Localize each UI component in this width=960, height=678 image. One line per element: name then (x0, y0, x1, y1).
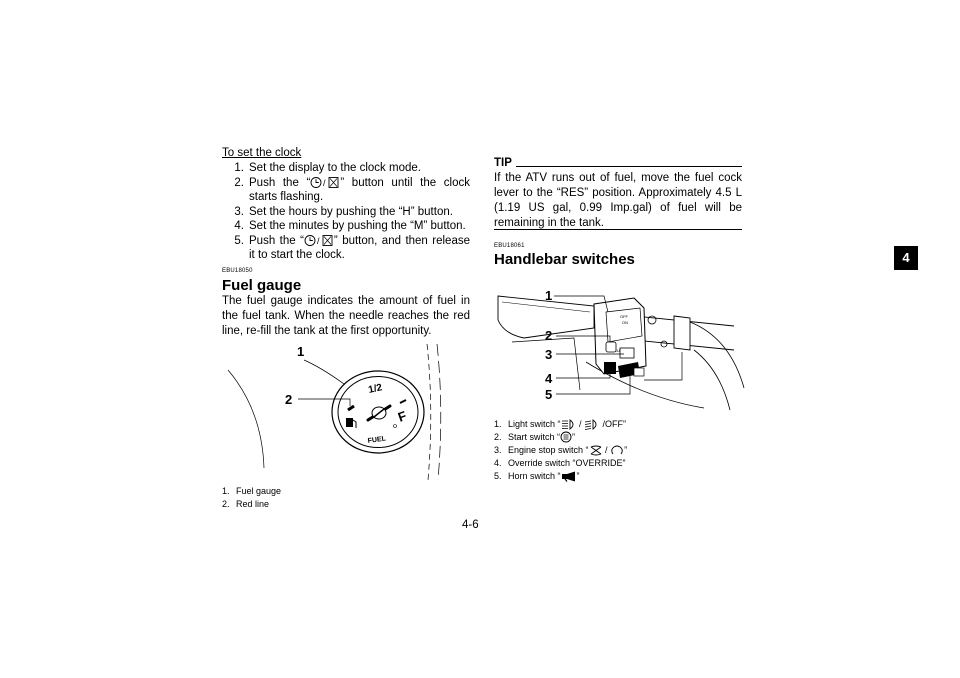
tank-outline (227, 369, 265, 469)
chapter-tab: 4 (894, 246, 918, 270)
step-text: Set the hours by pushing the “H” button. (249, 205, 453, 218)
callout-line (556, 372, 611, 379)
engine-run-icon (611, 445, 623, 455)
switch-label: ON (622, 320, 628, 325)
step-item: 5. Push the “/” button, and then release… (222, 234, 470, 263)
horn-icon (561, 471, 575, 482)
lever-guard (511, 337, 581, 391)
caption-item: 4. Override switch “OVERRIDE” (494, 458, 626, 468)
switch-label: OFF (620, 314, 629, 319)
caption-item: 5. Horn switch “” (494, 471, 580, 482)
fuel-gauge-paragraph: The fuel gauge indicates the amount of f… (222, 295, 470, 337)
caption-item: 1.Fuel gauge (222, 486, 282, 496)
gauge-inner-ring (337, 376, 419, 448)
lever-detail (501, 301, 591, 313)
callout-number: 5 (545, 387, 552, 402)
callout-number: 3 (545, 347, 552, 362)
tip-header: TIP (494, 157, 742, 169)
step-text: Push the “/” button, and then release it… (249, 234, 470, 262)
callout-number: 1 (297, 344, 304, 359)
gauge-full-label: F (396, 408, 409, 425)
clock-mode-icon: / (304, 234, 333, 246)
handlebar-clamp (673, 315, 691, 351)
callout-line (554, 295, 609, 313)
step-text: Set the display to the clock mode. (249, 162, 421, 174)
svg-text:/: / (317, 236, 320, 246)
gauge-fuel-label: FUEL (367, 435, 387, 445)
step-text: Push the “/” button until the clock star… (249, 176, 470, 204)
clock-mode-icon: / (310, 176, 339, 188)
handlebar-section-code: EBU18061 (494, 243, 525, 249)
step-number: 4. (234, 220, 244, 232)
callout-line (303, 359, 345, 385)
fuel-gauge-heading: Fuel gauge (222, 277, 302, 294)
tip-rule (515, 166, 742, 167)
callout-number: 2 (285, 392, 292, 407)
clock-steps-list: 1. Set the display to the clock mode. 2.… (222, 161, 470, 263)
handlebar-figure-captions: 1. Light switch “ / /OFF” 2. Start switc… (494, 418, 627, 483)
fuel-pump-icon (346, 418, 357, 428)
page-number: 4-6 (462, 519, 479, 531)
gauge-outer-ring (331, 370, 425, 454)
step-number: 3. (234, 205, 244, 218)
callout-line (556, 335, 611, 342)
step-number: 1. (234, 162, 244, 174)
tip-text: If the ATV runs out of fuel, move the fu… (494, 172, 742, 229)
cable (689, 321, 745, 389)
light-switch (605, 307, 643, 343)
callout-number: 4 (545, 371, 553, 386)
step-item: 3. Set the hours by pushing the “H” butt… (222, 205, 470, 220)
tip-label: TIP (494, 157, 512, 169)
gauge-needle (366, 404, 392, 422)
caption-item: 3. Engine stop switch “ / ” (494, 445, 628, 456)
horn-button (633, 367, 645, 377)
callout-number: 2 (545, 328, 552, 343)
tip-box: TIP If the ATV runs out of fuel, move th… (494, 157, 742, 231)
cable (693, 349, 731, 411)
fuel-figure-captions: 1.Fuel gauge 2.Red line (222, 485, 281, 511)
step-item: 4. Set the minutes by pushing the “M” bu… (222, 219, 470, 234)
low-beam-icon (584, 419, 597, 430)
housing-screw (647, 315, 657, 325)
gauge-half-label: 1/2 (367, 382, 383, 396)
caption-item: 2.Red line (222, 499, 270, 509)
fuel-gauge-illustration: 1/2 F FUEL 1 2 (227, 343, 442, 481)
switch-label: RUN (614, 348, 623, 353)
step-text: Set the minutes by pushing the “M” butto… (249, 220, 466, 232)
housing-screw (660, 340, 668, 348)
cable (585, 361, 705, 409)
step-number: 5. (234, 234, 244, 247)
brake-lever (497, 295, 595, 339)
step-number: 2. (234, 176, 244, 189)
tip-end-rule (494, 229, 742, 230)
engine-stop-switch (619, 347, 635, 359)
svg-text:/: / (323, 178, 326, 188)
callout-line (644, 352, 683, 381)
override-switch (604, 362, 616, 374)
callout-number: 1 (545, 288, 552, 303)
start-icon (560, 431, 572, 443)
engine-stop-off-icon (590, 445, 601, 456)
gauge-screw (393, 424, 397, 428)
step-item: 2. Push the “/” button until the clock s… (222, 176, 470, 205)
caption-item: 2. Start switch “” (494, 431, 576, 443)
high-beam-icon (561, 419, 573, 430)
callout-line (298, 398, 351, 406)
gauge-tick (399, 399, 407, 404)
handlebar-switches-heading: Handlebar switches (494, 251, 635, 268)
clock-section-title: To set the clock (222, 147, 302, 159)
callout-line (556, 374, 631, 395)
caption-item: 1. Light switch “ / /OFF” (494, 419, 627, 430)
tank-seam-line (426, 343, 432, 481)
fuel-section-code: EBU18050 (222, 268, 253, 274)
red-line-mark (347, 404, 355, 412)
handlebar-switches-illustration: OFF ON RUN 1 2 3 4 5 (497, 288, 745, 411)
step-item: 1. Set the display to the clock mode. (222, 161, 470, 176)
tank-seam-line (436, 343, 442, 481)
start-switch (605, 341, 617, 353)
